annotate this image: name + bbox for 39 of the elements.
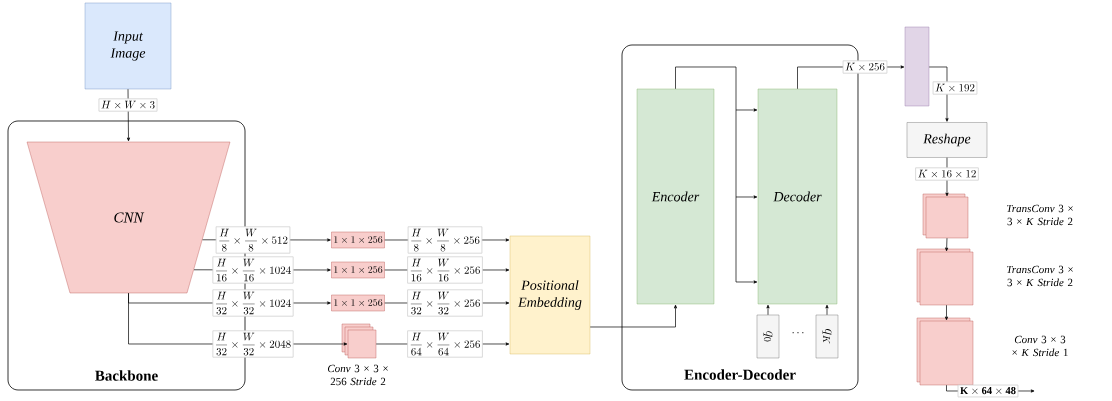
edge-label: $\frac{H}{32} \times \frac{W}{32} \times 256$: [407, 289, 483, 317]
query-box: $q_K$: [815, 314, 839, 359]
positional-embedding-box: Positional Embedding: [509, 235, 591, 355]
layer-stack: [341, 323, 377, 359]
query-box: $q_0$: [756, 314, 780, 359]
conv-box: $1 \times 1 \times 256$: [331, 231, 385, 249]
ellipsis: $\cdots$: [792, 332, 804, 334]
edge-label: $K \times 192$: [932, 81, 978, 95]
edge-label: $K \times 16 \times 12$: [915, 167, 979, 181]
edge-label: $\frac{H}{8} \times \frac{W}{8} \times 256$: [407, 226, 483, 254]
linear-bar: [904, 26, 930, 107]
layer-caption: TransConv 3 × 3 × K Stride 2: [1007, 204, 1073, 226]
arrow: [675, 66, 758, 284]
edge-label: $\frac{H}{32} \times \frac{W}{32} \times 2048$: [212, 330, 294, 358]
edge-label: $\frac{H}{16} \times \frac{W}{16} \times 1024$: [212, 256, 294, 284]
encoder-box: Encoder: [636, 88, 715, 305]
edge-label: $\frac{H}{64} \times \frac{W}{64} \times 256$: [407, 330, 483, 358]
layer-stack: [922, 193, 969, 239]
arrow: [825, 304, 829, 316]
layer-caption: Conv 3 × 3 × K Stride 1: [1012, 335, 1068, 357]
arrow: [766, 304, 770, 316]
layer-caption: TransConv 3 × 3 × K Stride 2: [1007, 265, 1073, 287]
arrow: [945, 237, 949, 252]
edge-label: $H \times W \times 3$: [98, 98, 158, 112]
layer-caption: Conv 3 × 3 × 256 Stride 2: [328, 364, 388, 386]
layer-stack: [916, 317, 974, 386]
conv-box: $1 \times 1 \times 256$: [331, 294, 385, 312]
edge-label: $\mathbf{K \times 64 \times 48}$: [957, 384, 1019, 398]
arrow: [589, 304, 678, 328]
decoder-box: Decoder: [757, 88, 838, 305]
arrow: [944, 304, 949, 321]
edge-label: $K \times 256$: [842, 60, 888, 74]
edge-label: $\frac{H}{32} \times \frac{W}{32} \times 1024$: [212, 289, 294, 317]
layer-stack: [916, 248, 974, 306]
edge-label: $\frac{H}{8} \times \frac{W}{8} \times 512$: [215, 226, 291, 254]
input-image-box: Input Image: [84, 2, 172, 90]
reshape-box: Reshape: [906, 122, 988, 158]
conv-box: $1 \times 1 \times 256$: [331, 261, 385, 279]
edge-label: $\frac{H}{16} \times \frac{W}{16} \times 256$: [407, 256, 483, 284]
